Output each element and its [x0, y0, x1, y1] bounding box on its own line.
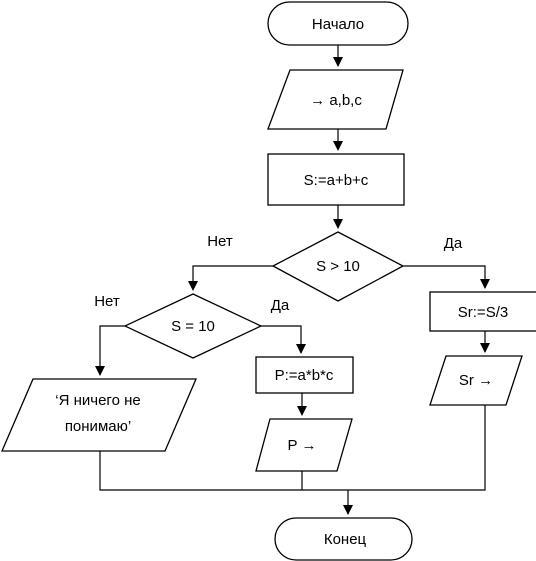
parallelogram-shape: [255, 418, 353, 472]
decision-shape: [123, 293, 263, 359]
start-label: Начало: [312, 16, 364, 33]
process-shape: [267, 153, 405, 206]
process-shape: [429, 291, 536, 332]
product-output: P →: [255, 418, 353, 472]
input-block: → a,b,c: [267, 69, 404, 130]
message-output: ‘Я ничего не понимаю’: [1, 378, 197, 452]
process-shape: [255, 356, 354, 394]
line-message-branch-merge: [99, 451, 348, 491]
message-line-2: понимаю’: [65, 418, 131, 435]
avg-label: Sr:=S/3: [458, 304, 508, 321]
sum-process: S:=a+b+c: [267, 153, 405, 206]
product-output-label: P →: [288, 437, 317, 454]
line-avg-branch-merge: [348, 405, 486, 491]
cond1-no-label: Нет: [207, 233, 233, 250]
parallelogram-shape: [1, 378, 197, 452]
parallelogram-shape: [267, 69, 404, 130]
message-line-1: ‘Я ничего не: [55, 392, 140, 409]
condition-s-equals-10: S = 10: [123, 293, 263, 359]
decision-shape: [271, 231, 405, 302]
avg-process: Sr:=S/3: [429, 291, 536, 332]
terminator-shape: [267, 1, 409, 46]
avg-output-label: Sr →: [459, 372, 493, 389]
cond2-no-label: Нет: [94, 293, 120, 310]
terminator-shape: [274, 517, 413, 561]
cond2-yes-label: Да: [271, 297, 290, 314]
parallelogram-shape: [429, 355, 523, 406]
cond1-label: S > 10: [316, 258, 360, 275]
cond2-label: S = 10: [171, 318, 215, 335]
input-label: → a,b,c: [310, 92, 362, 109]
condition-s-greater-10: S > 10: [271, 231, 405, 302]
cond1-yes-label: Да: [444, 235, 463, 252]
product-process: P:=a*b*c: [255, 356, 354, 394]
arrow-cond1-no: [188, 265, 273, 291]
arrow-cond1-yes: [403, 265, 490, 289]
product-label: P:=a*b*c: [275, 367, 334, 384]
end-terminator: Конец: [274, 517, 413, 561]
arrow-cond2-yes: [261, 325, 306, 354]
avg-output: Sr →: [429, 355, 523, 406]
connectors: [95, 45, 490, 515]
end-label: Конец: [324, 531, 367, 548]
arrow-cond2-no: [95, 325, 125, 376]
sum-label: S:=a+b+c: [304, 172, 369, 189]
start-terminator: Начало: [267, 1, 409, 46]
